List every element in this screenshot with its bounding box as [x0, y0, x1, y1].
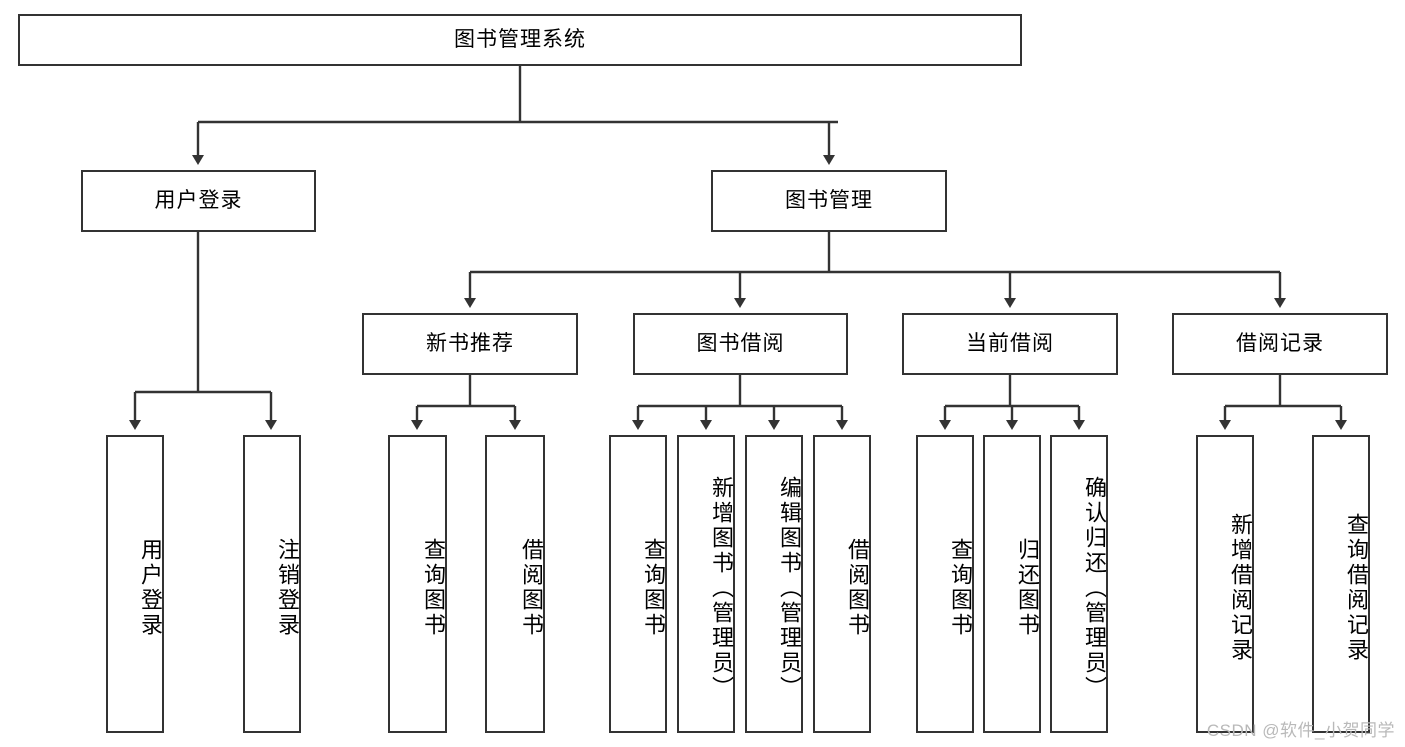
node-label: 新书推荐 — [426, 332, 514, 356]
node-borrow-record[interactable]: 借阅记录 — [1172, 313, 1388, 375]
node-label: 借阅记录 — [1236, 332, 1324, 356]
node-label: 查询借阅记录 — [1344, 513, 1369, 663]
leaf-user-login[interactable]: 用户登录 — [106, 435, 164, 733]
node-label: 新增图书（管理员） — [709, 475, 734, 701]
leaf-borrow-book[interactable]: 借阅图书 — [813, 435, 871, 733]
node-current-borrow[interactable]: 当前借阅 — [902, 313, 1118, 375]
node-label: 查询图书 — [948, 538, 973, 638]
leaf-confirm-return-admin[interactable]: 确认归还（管理员） — [1050, 435, 1108, 733]
node-label: 图书管理系统 — [454, 28, 586, 52]
node-label: 图书借阅 — [696, 332, 785, 356]
leaf-query-book-current[interactable]: 查询图书 — [916, 435, 974, 733]
node-label: 借阅图书 — [845, 538, 870, 638]
leaf-edit-book-admin[interactable]: 编辑图书（管理员） — [745, 435, 803, 733]
node-label: 借阅图书 — [519, 538, 544, 638]
node-label: 图书管理 — [785, 189, 873, 213]
node-root[interactable]: 图书管理系统 — [18, 14, 1022, 66]
node-user-login[interactable]: 用户登录 — [81, 170, 316, 232]
leaf-query-borrow-record[interactable]: 查询借阅记录 — [1312, 435, 1370, 733]
leaf-query-book-recommend[interactable]: 查询图书 — [388, 435, 447, 733]
leaf-return-book[interactable]: 归还图书 — [983, 435, 1041, 733]
node-new-book-recommend[interactable]: 新书推荐 — [362, 313, 578, 375]
node-label: 用户登录 — [154, 189, 243, 213]
node-label: 当前借阅 — [966, 332, 1054, 356]
node-label: 归还图书 — [1015, 538, 1040, 638]
leaf-logout[interactable]: 注销登录 — [243, 435, 301, 733]
node-label: 注销登录 — [275, 538, 300, 638]
leaf-add-book-admin[interactable]: 新增图书（管理员） — [677, 435, 735, 733]
node-label: 确认归还（管理员） — [1082, 475, 1107, 701]
node-book-borrow[interactable]: 图书借阅 — [633, 313, 848, 375]
leaf-borrow-book-recommend[interactable]: 借阅图书 — [485, 435, 545, 733]
node-label: 新增借阅记录 — [1228, 513, 1253, 663]
node-label: 查询图书 — [641, 538, 666, 638]
watermark: CSDN @软件_小贺同学 — [1206, 721, 1395, 740]
node-label: 编辑图书（管理员） — [777, 475, 802, 701]
node-label: 查询图书 — [421, 538, 446, 638]
leaf-add-borrow-record[interactable]: 新增借阅记录 — [1196, 435, 1254, 733]
node-label: 用户登录 — [138, 538, 163, 638]
leaf-query-book-borrow[interactable]: 查询图书 — [609, 435, 667, 733]
node-book-management[interactable]: 图书管理 — [711, 170, 947, 232]
